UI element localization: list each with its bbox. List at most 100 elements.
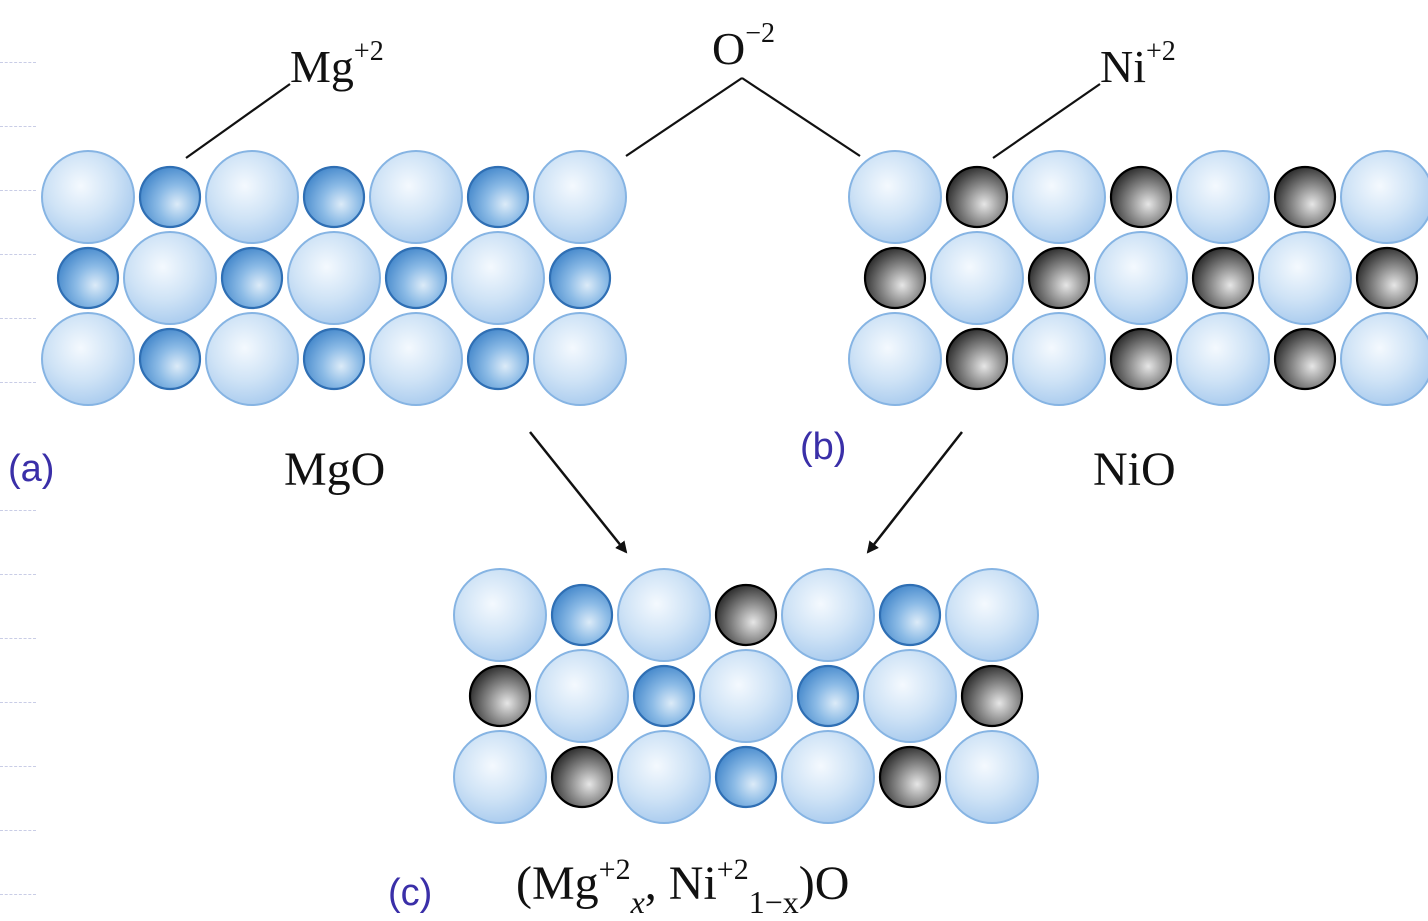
oxygen-ion <box>617 568 711 662</box>
compound-nio: NiO <box>1093 443 1176 496</box>
nickel-ion <box>960 664 1024 728</box>
oxygen-ion <box>123 231 217 325</box>
oxygen-ion <box>1094 231 1188 325</box>
magnesium-ion <box>466 165 530 229</box>
nickel-ion <box>1027 246 1091 310</box>
mg-ion-label: Mg+2 <box>290 38 384 92</box>
margin-rule <box>0 382 36 383</box>
oxygen-ion <box>1258 231 1352 325</box>
formula-ni-fraction: 1−x <box>748 884 799 920</box>
mg-leader-line <box>185 83 291 159</box>
formula-close: )O <box>798 857 850 910</box>
oxygen-ion <box>781 568 875 662</box>
oxygen-ion <box>535 649 629 743</box>
nickel-ion <box>945 165 1009 229</box>
oxygen-ion <box>287 231 381 325</box>
margin-rule <box>0 766 36 767</box>
margin-rule <box>0 702 36 703</box>
oxygen-ion <box>848 150 942 244</box>
magnesium-ion <box>632 664 696 728</box>
margin-rule <box>0 574 36 575</box>
magnesium-ion <box>384 246 448 310</box>
mg-ion-charge: +2 <box>353 36 384 67</box>
formula-separator: , Ni <box>644 857 717 910</box>
oxygen-ion <box>205 150 299 244</box>
oxygen-ion <box>533 150 627 244</box>
oxygen-ion <box>1340 150 1428 244</box>
oxygen-ion <box>1176 312 1270 406</box>
o-ion-charge: −2 <box>745 18 776 49</box>
formula-open: (Mg <box>516 857 599 910</box>
magnesium-ion <box>138 165 202 229</box>
formula-ni-charge: +2 <box>716 853 749 886</box>
nickel-ion <box>878 745 942 809</box>
margin-rule <box>0 638 36 639</box>
oxygen-ion <box>533 312 627 406</box>
oxygen-ion <box>617 730 711 824</box>
ni-ion-label: Ni+2 <box>1100 38 1176 92</box>
nickel-ion <box>550 745 614 809</box>
oxygen-ion <box>453 568 547 662</box>
magnesium-ion <box>548 246 612 310</box>
nickel-ion <box>945 327 1009 391</box>
arrow-a-to-c <box>529 431 628 554</box>
nickel-ion <box>468 664 532 728</box>
panel-c-letter: (c) <box>388 872 433 914</box>
oxygen-ion <box>41 150 135 244</box>
nickel-ion <box>714 583 778 647</box>
o-ion-label: O−2 <box>712 20 775 72</box>
margin-rule <box>0 830 36 831</box>
ni-ion-symbol: Ni <box>1100 41 1146 92</box>
margin-rule <box>0 318 36 319</box>
oxygen-ion <box>781 730 875 824</box>
arrow-b-to-c <box>866 431 963 554</box>
margin-rule <box>0 254 36 255</box>
panel-a-letter: (a) <box>8 448 55 490</box>
oxygen-ion <box>930 231 1024 325</box>
formula-mg-charge: +2 <box>598 853 631 886</box>
oxygen-ion <box>453 730 547 824</box>
mg-ion-symbol: Mg <box>290 41 354 92</box>
nickel-ion <box>863 246 927 310</box>
ni-leader-line <box>992 83 1101 159</box>
oxygen-ion <box>41 312 135 406</box>
margin-rule <box>0 190 36 191</box>
magnesium-ion <box>220 246 284 310</box>
margin-rule <box>0 894 36 895</box>
margin-rule <box>0 62 36 63</box>
nickel-ion <box>1273 327 1337 391</box>
lattice-b <box>848 150 1428 406</box>
oxygen-ion <box>699 649 793 743</box>
oxygen-ion <box>945 568 1039 662</box>
oxygen-ion <box>369 150 463 244</box>
lattice-a <box>41 150 627 406</box>
oxygen-ion <box>1012 312 1106 406</box>
oxygen-ion <box>848 312 942 406</box>
magnesium-ion <box>796 664 860 728</box>
panel-b-letter: (b) <box>800 426 847 468</box>
magnesium-ion <box>56 246 120 310</box>
nickel-ion <box>1273 165 1337 229</box>
o-leader-line-left <box>625 77 743 157</box>
magnesium-ion <box>302 327 366 391</box>
solid-solution-formula: (Mg+2x, Ni+21−x)O <box>516 855 850 919</box>
margin-rule <box>0 126 36 127</box>
compound-mgo: MgO <box>284 443 386 496</box>
oxygen-ion <box>945 730 1039 824</box>
oxygen-ion <box>863 649 957 743</box>
magnesium-ion <box>878 583 942 647</box>
magnesium-ion <box>466 327 530 391</box>
ni-ion-charge: +2 <box>1146 36 1176 67</box>
magnesium-ion <box>714 745 778 809</box>
oxygen-ion <box>369 312 463 406</box>
nickel-ion <box>1355 246 1419 310</box>
nickel-ion <box>1191 246 1255 310</box>
magnesium-ion <box>550 583 614 647</box>
oxygen-ion <box>451 231 545 325</box>
oxygen-ion <box>205 312 299 406</box>
lattice-c <box>453 568 1039 824</box>
magnesium-ion <box>138 327 202 391</box>
magnesium-ion <box>302 165 366 229</box>
oxygen-ion <box>1340 312 1428 406</box>
